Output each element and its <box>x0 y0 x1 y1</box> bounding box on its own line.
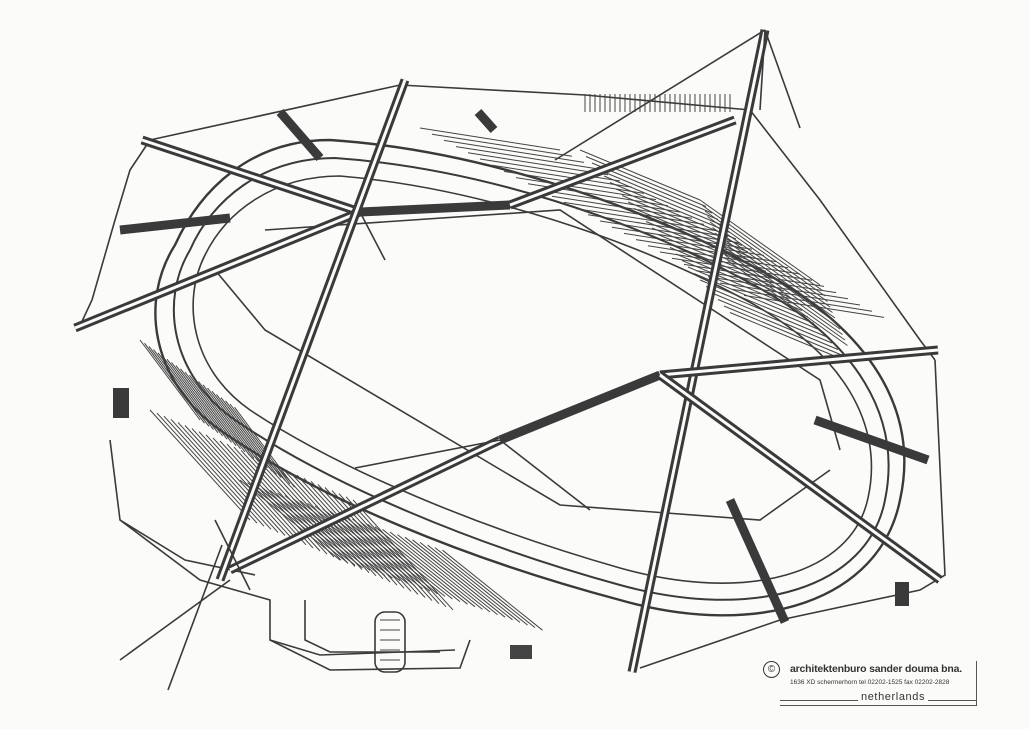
grandstand-north-east <box>419 127 885 363</box>
roof-beams <box>73 29 943 673</box>
firm-country: netherlands <box>858 691 929 703</box>
pylon-base-west <box>113 388 129 418</box>
stair-hatch-south <box>510 645 532 659</box>
grandstand-south-west <box>139 339 543 631</box>
pylon-base-east <box>895 582 909 606</box>
firm-name: architektenburo sander douma bna. <box>790 663 962 675</box>
copyright-icon: © <box>763 661 780 678</box>
firm-address: 1636 XD schermerhorn tel 02202-1525 fax … <box>790 679 950 686</box>
title-block-frame <box>780 661 977 706</box>
stadium-base-building <box>109 388 909 673</box>
stand-railing <box>584 94 731 112</box>
title-block: © architektenburo sander douma bna. 1636… <box>762 657 982 709</box>
running-track <box>154 138 906 617</box>
